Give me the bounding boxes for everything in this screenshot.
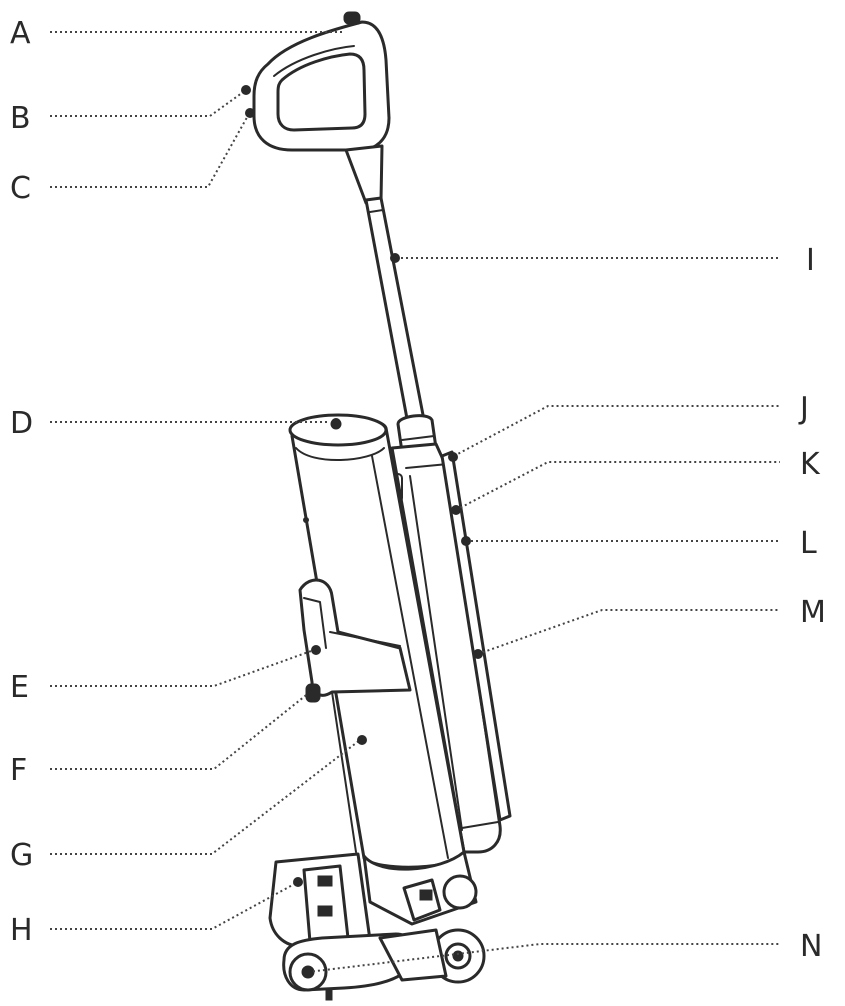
handle <box>252 11 391 152</box>
callout-leaders <box>50 31 780 973</box>
callout-n: N <box>800 929 822 964</box>
callout-e: E <box>10 670 29 705</box>
handle-pole <box>344 144 426 426</box>
callout-k: K <box>800 447 821 482</box>
callout-m: M <box>800 595 826 630</box>
callout-b: B <box>10 101 31 136</box>
tank-lower-edge <box>331 691 357 853</box>
callout-f: F <box>10 753 27 788</box>
joint-lock-icon <box>419 889 433 901</box>
callout-i: I <box>806 243 815 278</box>
callout-d: D <box>10 406 33 441</box>
main-body <box>390 442 512 854</box>
callout-l: L <box>800 526 817 561</box>
callout-h: H <box>10 913 33 948</box>
callout-labels: A B C D E F G H I J K L M N <box>10 16 826 964</box>
wheels <box>378 874 486 984</box>
callout-j: J <box>798 391 809 426</box>
callout-a: A <box>10 16 31 51</box>
callout-g: G <box>10 838 33 873</box>
callout-dots <box>241 13 483 977</box>
callout-c: C <box>10 171 31 206</box>
